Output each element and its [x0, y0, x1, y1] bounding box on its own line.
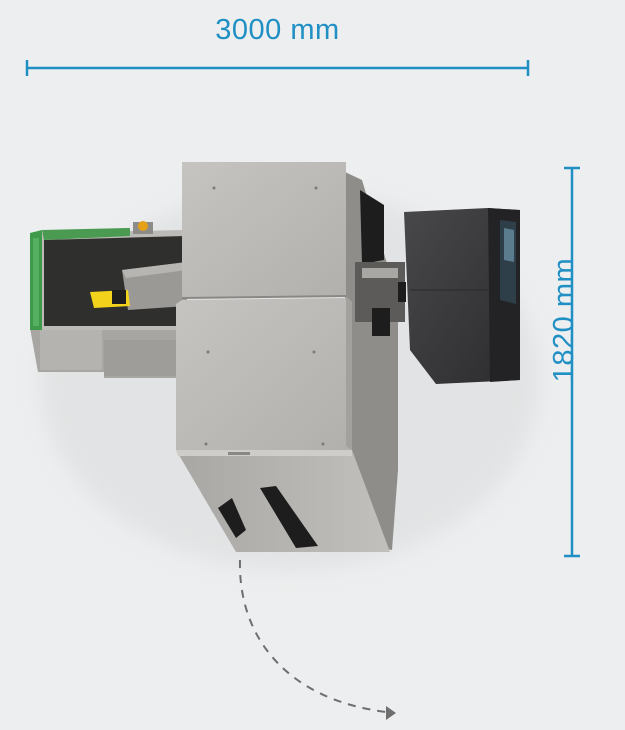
height-dimension-line — [564, 166, 580, 558]
dashed-curved-arrow-icon — [238, 559, 396, 720]
control-unit — [398, 208, 520, 384]
infeed-conveyor — [30, 221, 190, 378]
width-dimension-line — [25, 60, 530, 76]
main-machine-body — [176, 162, 405, 552]
width-dimension-label: 3000 mm — [215, 14, 340, 46]
